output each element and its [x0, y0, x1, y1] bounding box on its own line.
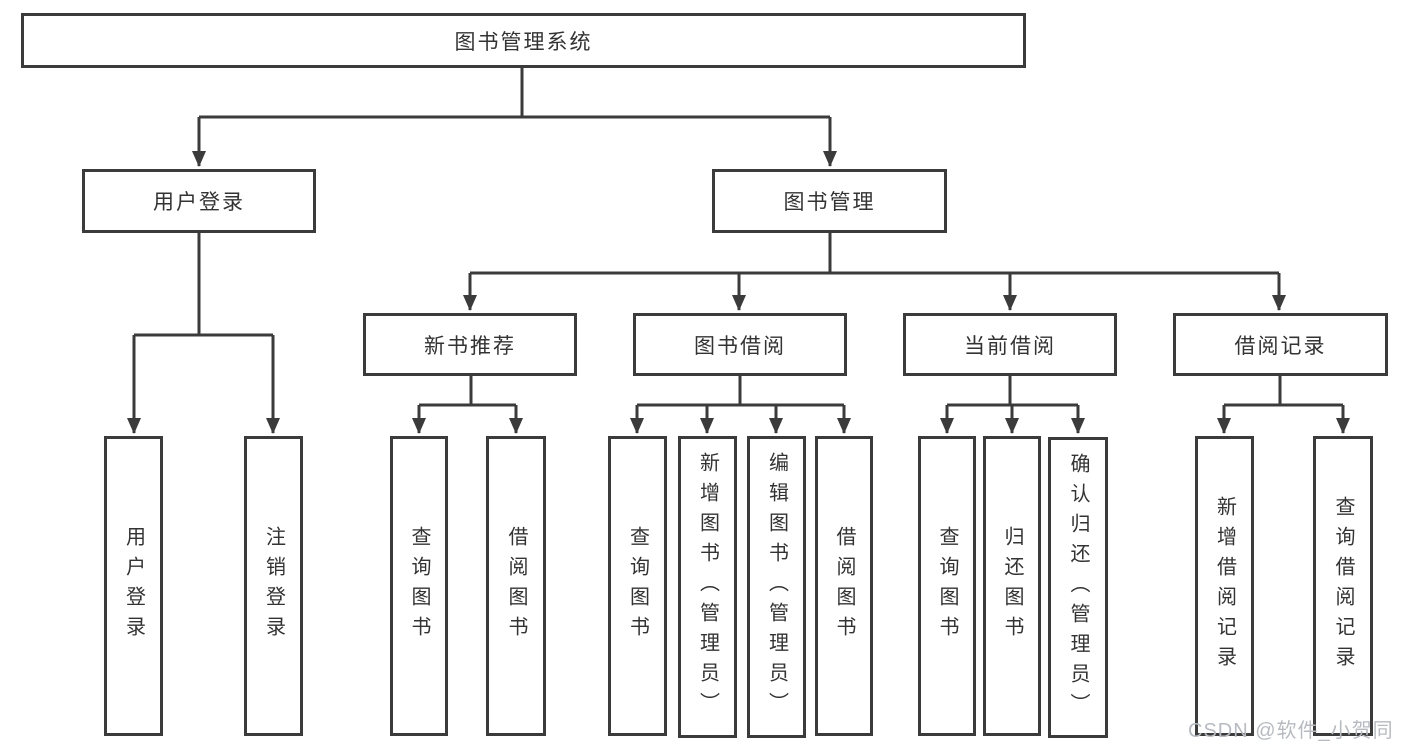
connector-new-book-rec-trunk	[419, 372, 516, 407]
leaf-node-cb-query-books: 查询图书	[918, 436, 976, 736]
section-node-book-borrow: 图书借阅	[633, 313, 847, 376]
leaf-node-rec-borrow-books: 借阅图书	[486, 436, 546, 736]
leaf-node-cb-return-books: 归还图书	[983, 436, 1041, 736]
leaf-node-bb-borrow-books: 借阅图书	[815, 436, 873, 736]
connector-user-login-trunk	[134, 231, 273, 337]
section-node-borrow-records: 借阅记录	[1173, 313, 1388, 376]
connector-borrow-records-trunk	[1224, 372, 1343, 407]
connector-book-management-trunk	[470, 231, 1279, 275]
connector-book-borrow-trunk	[637, 372, 844, 407]
section-node-current-borrow: 当前借阅	[903, 313, 1117, 376]
root-node-book-management-system: 图书管理系统	[21, 13, 1026, 68]
leaf-node-br-query-record: 查询借阅记录	[1313, 436, 1373, 736]
leaf-node-bb-query-books: 查询图书	[608, 436, 667, 736]
branch-node-book-management: 图书管理	[712, 169, 947, 233]
leaf-node-bb-edit-books-admin: 编辑图书（管理员）	[747, 436, 806, 738]
leaf-node-user-login: 用户登录	[104, 436, 163, 736]
section-node-new-book-recommend: 新书推荐	[363, 313, 577, 376]
leaf-node-rec-query-books: 查询图书	[390, 436, 448, 736]
leaf-node-logout: 注销登录	[244, 436, 303, 736]
leaf-node-br-add-record: 新增借阅记录	[1195, 436, 1254, 736]
branch-node-user-login: 用户登录	[82, 169, 316, 233]
connector-current-borrow-trunk	[947, 372, 1078, 407]
leaf-node-bb-add-books-admin: 新增图书（管理员）	[678, 436, 737, 738]
csdn-watermark: CSDN @软件_小贺同学	[1188, 720, 1394, 742]
connector-root-trunk	[199, 66, 830, 119]
leaf-node-cb-confirm-return-admin: 确认归还（管理员）	[1048, 437, 1108, 738]
